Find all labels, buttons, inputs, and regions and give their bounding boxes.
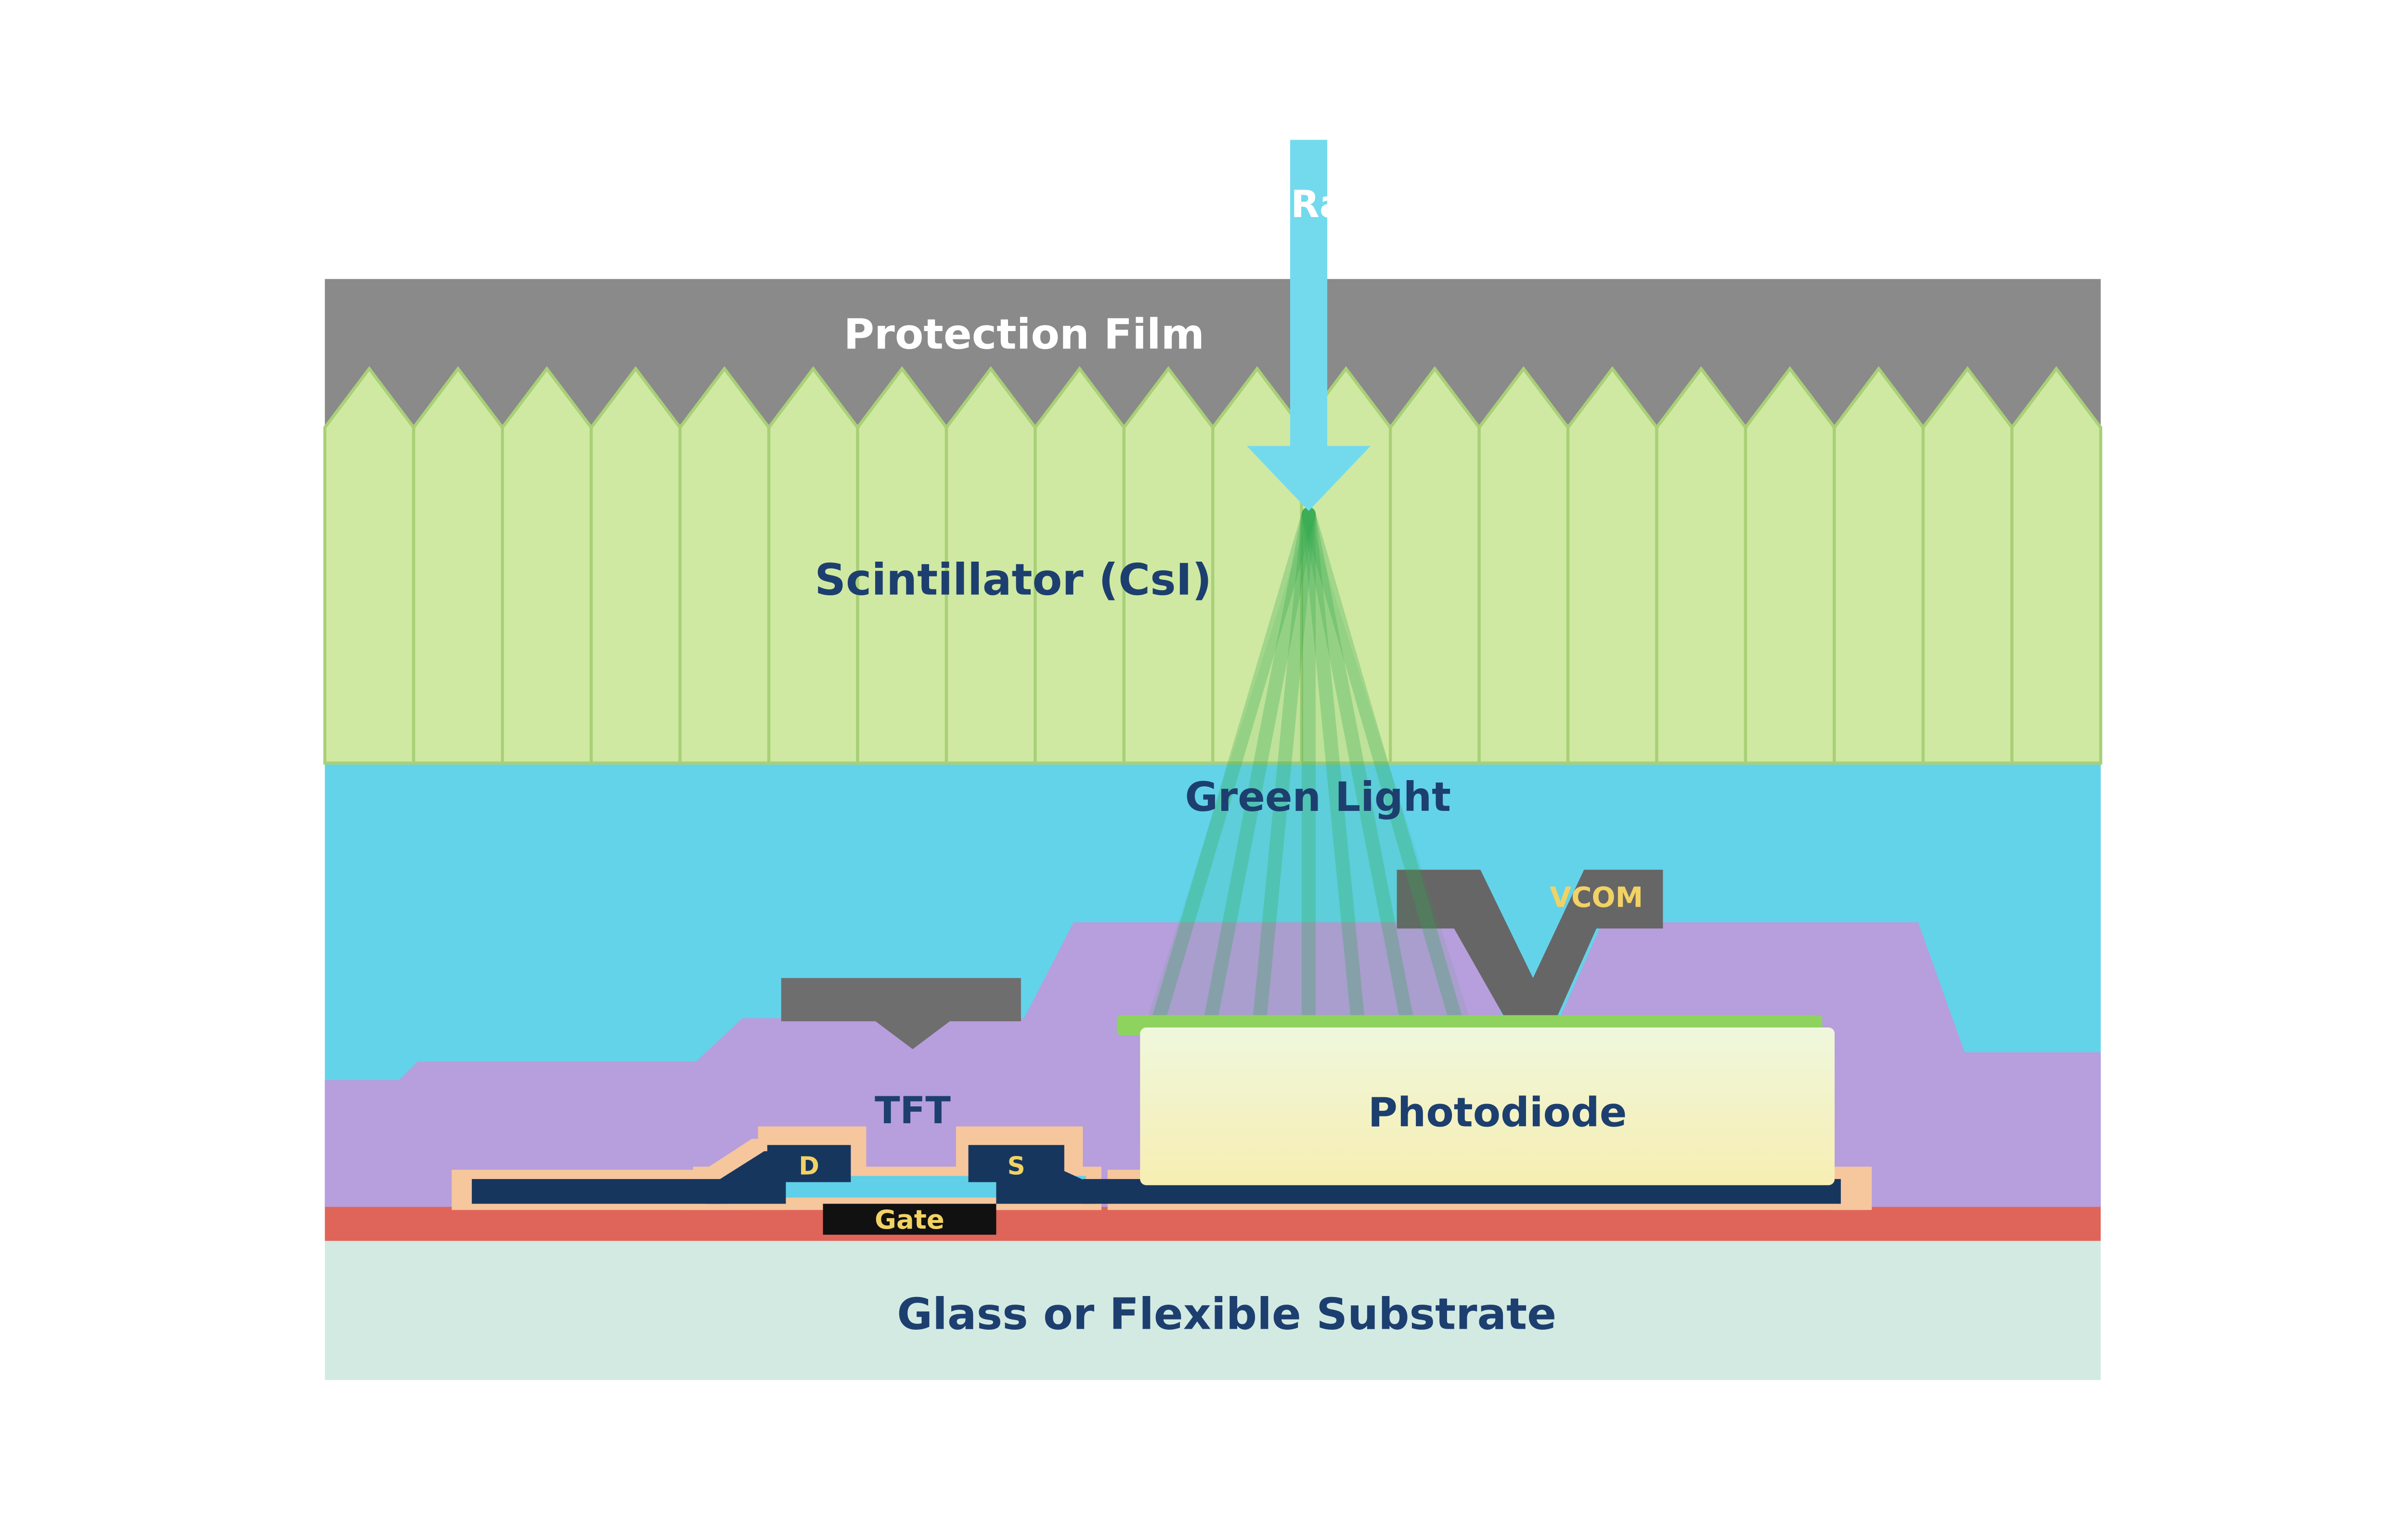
scintillator-column — [412, 366, 504, 765]
protection-film-layer — [324, 279, 2101, 434]
scintillator-layer — [323, 366, 2102, 765]
tft-label: TFT — [875, 1089, 951, 1132]
green-light-ray — [1150, 507, 1316, 1032]
drain-label: D — [799, 1152, 819, 1181]
green-light-ray — [1302, 507, 1464, 1032]
scintillator-column — [1566, 366, 1658, 765]
vcom-label: VCOM — [1550, 881, 1643, 913]
xray-label: X-Ray — [1250, 183, 1367, 226]
gate-electrode-gray — [781, 978, 1021, 1050]
metal-layer — [472, 1145, 1841, 1204]
scintillator-column — [678, 366, 771, 765]
substrate-label: Glass or Flexible Substrate — [897, 1289, 1556, 1340]
green-light-cone — [1144, 514, 1473, 1028]
scintillator-column — [1388, 366, 1481, 765]
scintillator-column — [2010, 366, 2102, 765]
gate-metal — [823, 1204, 996, 1235]
photodiode-body — [1140, 1027, 1835, 1185]
scintillator-column — [1122, 366, 1215, 765]
scintillator-column — [1833, 366, 1925, 765]
scintillator-column — [1744, 366, 1836, 765]
green-light-ray — [1203, 507, 1316, 1032]
source-slope — [996, 1151, 1096, 1204]
scintillator-column — [1477, 366, 1570, 765]
source-label: S — [1008, 1152, 1025, 1181]
green-light-ray — [1252, 507, 1316, 1032]
vcom-electrode — [1397, 870, 1663, 1043]
scintillator-column — [501, 366, 593, 765]
scintillator-column — [1034, 366, 1126, 765]
scintillator-column — [1921, 366, 2014, 765]
scintillator-column — [1655, 366, 1747, 765]
green-light-label: Green Light — [1185, 773, 1451, 821]
scintillator-column — [589, 366, 682, 765]
green-light-rays — [1144, 507, 1473, 1032]
scintillator-column — [856, 366, 948, 765]
green-light-ray — [1302, 507, 1365, 1032]
drain-slope — [705, 1151, 786, 1204]
drain-metal — [767, 1145, 851, 1182]
data-line-left — [472, 1179, 727, 1204]
gate-label: Gate — [875, 1204, 945, 1235]
green-light-ray — [1302, 507, 1415, 1032]
scintillator-label: Scintillator (CsI) — [815, 554, 1212, 605]
scintillator-column — [767, 366, 859, 765]
xray-arrow — [1246, 140, 1371, 511]
protection-film-label: Protection Film — [843, 310, 1204, 359]
xray-arrow-shaft — [1290, 140, 1328, 449]
substrate-layer — [324, 1241, 2101, 1380]
xray-arrow-head — [1246, 446, 1371, 511]
scintillator-column — [945, 366, 1037, 765]
scintillator-column — [323, 366, 415, 765]
photodiode-label: Photodiode — [1368, 1089, 1627, 1136]
